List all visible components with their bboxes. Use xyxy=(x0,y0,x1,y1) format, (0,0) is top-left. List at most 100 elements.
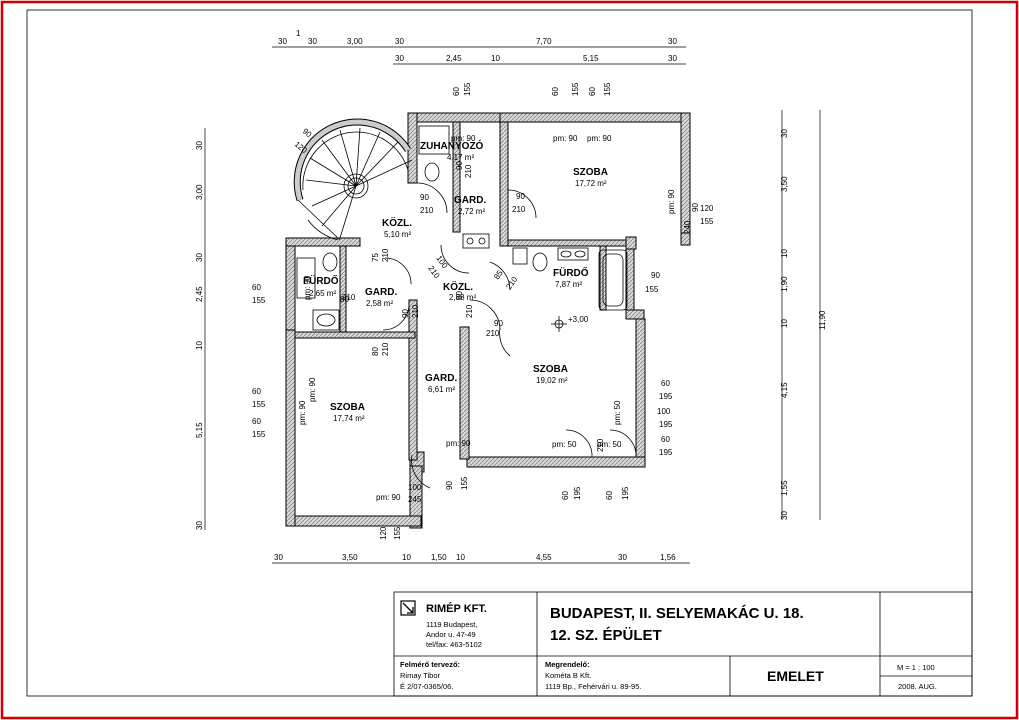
dim-label: 1,55 xyxy=(780,480,789,496)
sink-counter xyxy=(462,233,490,249)
door-label: 210 xyxy=(512,205,526,214)
door-label: 210 xyxy=(464,164,473,178)
room-name: SZOBA xyxy=(330,402,365,413)
room-area: 2,88 m² xyxy=(449,293,476,302)
door-label: 75 xyxy=(371,253,380,262)
room-area: 2,72 m² xyxy=(458,207,485,216)
toilet xyxy=(322,252,338,272)
dim-label: 30 xyxy=(668,54,677,63)
door-label: 210 xyxy=(426,264,441,281)
right-dimension-col: 30 3,50 10 1,90 10 4,15 1,55 30 11,90 xyxy=(780,129,827,520)
door-labels: 90 210 90 210 90 210 100 210 85 210 80 2… xyxy=(340,161,700,504)
pm-label: pm: 50 xyxy=(597,440,622,449)
opening-label: 60 xyxy=(661,379,670,388)
opening-label: 155 xyxy=(645,285,659,294)
dim-label: 30 xyxy=(780,511,789,520)
opening-label: 90 xyxy=(651,271,660,280)
dim-label: 3,00 xyxy=(195,184,204,200)
opening-label: 60 xyxy=(252,283,261,292)
dim-total: 11,90 xyxy=(818,310,827,330)
sill-labels: pm: 90 pm: 90 pm: 90 pm: 90 pm: 90 pm: 9… xyxy=(298,134,676,502)
dim-label: 5,15 xyxy=(583,54,599,63)
firm-address-line: Andor u. 47-49 xyxy=(426,630,476,639)
dim-label: 30 xyxy=(274,553,283,562)
dim-label: 30 xyxy=(395,37,404,46)
room-name: GARD. xyxy=(454,195,486,206)
dim-label: 2,45 xyxy=(446,54,462,63)
dim-label: 30 xyxy=(780,129,789,138)
pm-label: pm: 90 xyxy=(376,493,401,502)
opening-label: 155 xyxy=(603,82,612,96)
bathtub xyxy=(598,249,628,311)
sink xyxy=(312,309,340,331)
door-swings xyxy=(382,182,637,489)
pm-label: pm: 90 xyxy=(587,134,612,143)
room-name: GARD. xyxy=(365,287,397,298)
pm-label: pm: 90 xyxy=(303,275,312,300)
left-dimension-col: 30 3,00 30 2,45 10 5,15 30 xyxy=(195,141,204,530)
top-dimension-row2: 30 2,45 10 5,15 30 xyxy=(395,54,677,63)
dim-label: 30 xyxy=(668,37,677,46)
opening-label: 60 xyxy=(551,87,560,96)
room-area: 17,74 m² xyxy=(333,414,365,423)
project-subtitle: 12. SZ. ÉPÜLET xyxy=(550,627,662,644)
opening-label: 195 xyxy=(659,392,673,401)
dim-label: 5,15 xyxy=(195,422,204,438)
opening-label: 120 xyxy=(379,526,388,540)
dim-label: 10 xyxy=(780,249,789,258)
opening-label: 155 xyxy=(571,82,580,96)
room-name: GARD. xyxy=(425,373,457,384)
opening-label: 155 xyxy=(463,82,472,96)
dim-label: 2,45 xyxy=(195,286,204,302)
opening-label: 60 xyxy=(588,87,597,96)
room-area: 6,61 m² xyxy=(428,385,455,394)
pm-label: pm: 90 xyxy=(308,377,317,402)
room-area: 4,17 m² xyxy=(447,153,474,162)
drawing-name: EMELET xyxy=(767,668,824,684)
dim-label: 3,50 xyxy=(342,553,358,562)
door-label: 90 xyxy=(494,319,503,328)
room-area: 2,65 m² xyxy=(309,289,336,298)
door-label: 240 xyxy=(683,220,692,234)
title-block xyxy=(393,591,973,697)
opening-label: 60 xyxy=(252,387,261,396)
dim-label: 7,70 xyxy=(536,37,552,46)
dim-label: 10 xyxy=(456,553,465,562)
door-label: 210 xyxy=(381,248,390,262)
firm-address-line: 1119 Budapest, xyxy=(426,620,477,629)
toilet xyxy=(532,252,548,272)
opening-label: 60 xyxy=(252,417,261,426)
door-label: 80 xyxy=(340,295,349,304)
room-name: ZUHANYOZÓ xyxy=(420,139,484,152)
door-label: 210 xyxy=(342,293,356,302)
room-area: 2,58 m² xyxy=(366,299,393,308)
dim-label: 4,15 xyxy=(780,382,789,398)
opening-label: 155 xyxy=(393,526,402,540)
room-labels: ZUHANYOZÓ 4,17 m² SZOBA 17,72 m² GARD. 2… xyxy=(303,139,608,423)
door-label: 100 xyxy=(408,483,422,492)
opening-label: 120 xyxy=(700,204,714,213)
opening-label: 60 xyxy=(452,87,461,96)
opening-label: 155 xyxy=(252,400,266,409)
dim-label: 30 xyxy=(195,253,204,262)
elevation-label: +3,00 xyxy=(568,315,589,324)
door-label: 90 xyxy=(691,203,700,212)
room-name: KÖZL. xyxy=(382,216,412,229)
dim-label: 10 xyxy=(195,341,204,350)
pm-label: pm: 90 xyxy=(553,134,578,143)
room-name: SZOBA xyxy=(533,364,568,375)
room-area: 19,02 m² xyxy=(536,376,568,385)
dim-label: 10 xyxy=(402,553,411,562)
date-label: 2008. AUG. xyxy=(898,682,937,691)
firm-address-line: tel/fax: 463-5102 xyxy=(426,640,482,649)
dim-label: 30 xyxy=(395,54,404,63)
door-label: 245 xyxy=(408,495,422,504)
door-label: 210 xyxy=(411,304,420,318)
surveyor-id: É 2/07-0365/06. xyxy=(400,682,453,691)
client-name: Kométa B Kft. xyxy=(545,671,591,680)
opening-label: 155 xyxy=(252,296,266,305)
top-opening-labels: 60 155 60 155 60 155 xyxy=(452,82,612,96)
left-opening-labels: 60 155 60 155 60 155 xyxy=(252,283,266,439)
bottom-opening-labels: 90 155 60 195 60 195 120 155 xyxy=(379,476,630,540)
